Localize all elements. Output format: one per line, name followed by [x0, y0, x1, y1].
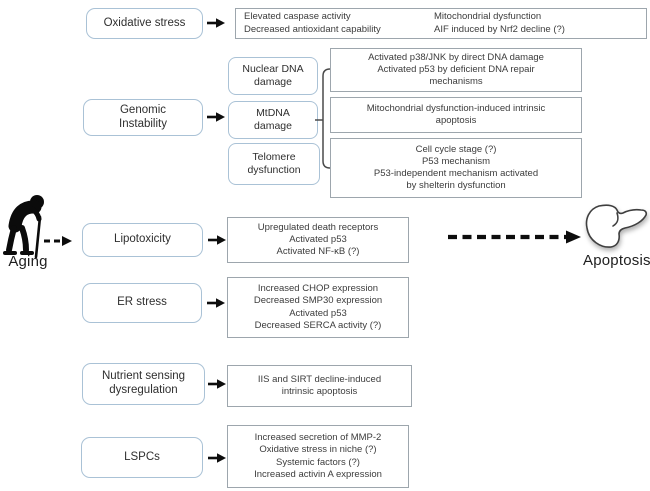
outcome-box-er-stress: Increased CHOP expression Decreased SMP3… — [227, 277, 409, 338]
apoptosis-label: Apoptosis — [583, 252, 650, 269]
source-box-genomic-instability: Genomic Instability — [83, 99, 203, 136]
arrow-right-icon — [208, 379, 226, 389]
outcome-text-oxidative-left: Elevated caspase activity Decreased anti… — [244, 11, 381, 35]
outcome-box-oxidative-stress: Elevated caspase activity Decreased anti… — [235, 8, 647, 39]
aging-label: Aging — [8, 253, 48, 270]
arrow-right-icon — [207, 112, 225, 122]
source-box-lipotoxicity: Lipotoxicity — [82, 223, 203, 257]
arrow-right-icon — [207, 18, 225, 28]
source-box-oxidative-stress: Oxidative stress — [86, 8, 203, 39]
source-box-nutrient-sensing: Nutrient sensing dysregulation — [82, 363, 205, 405]
arrow-right-icon — [208, 235, 226, 245]
source-box-lspcs: LSPCs — [81, 437, 203, 478]
sub-box-telomere-dysfunction: Telomere dysfunction — [228, 143, 320, 185]
source-box-er-stress: ER stress — [82, 283, 202, 323]
outcome-text-oxidative-right: Mitochondrial dysfunction AIF induced by… — [434, 11, 565, 35]
liver-icon — [585, 204, 648, 248]
outcome-box-telomere-dysfunction: Cell cycle stage (?) P53 mechanism P53-i… — [330, 138, 582, 198]
aging-elderly-person-icon — [3, 195, 44, 259]
outcome-box-lipotoxicity: Upregulated death receptors Activated p5… — [227, 217, 409, 263]
dashed-arrow-aging — [44, 236, 72, 246]
outcome-box-lspcs: Increased secretion of MMP-2 Oxidative s… — [227, 425, 409, 488]
outcome-box-mtdna-damage: Mitochondrial dysfunction-induced intrin… — [330, 97, 582, 133]
arrow-right-icon — [208, 453, 226, 463]
outcome-box-nuclear-dna-damage: Activated p38/JNK by direct DNA damage A… — [330, 48, 582, 92]
outcome-box-nutrient-sensing: IIS and SIRT decline-induced intrinsic a… — [227, 365, 412, 407]
bracket-connector — [315, 68, 331, 169]
dashed-arrow-apoptosis — [448, 230, 581, 244]
sub-box-mtdna-damage: MtDNA damage — [228, 101, 318, 139]
sub-box-nuclear-dna-damage: Nuclear DNA damage — [228, 57, 318, 95]
arrow-right-icon — [207, 298, 225, 308]
